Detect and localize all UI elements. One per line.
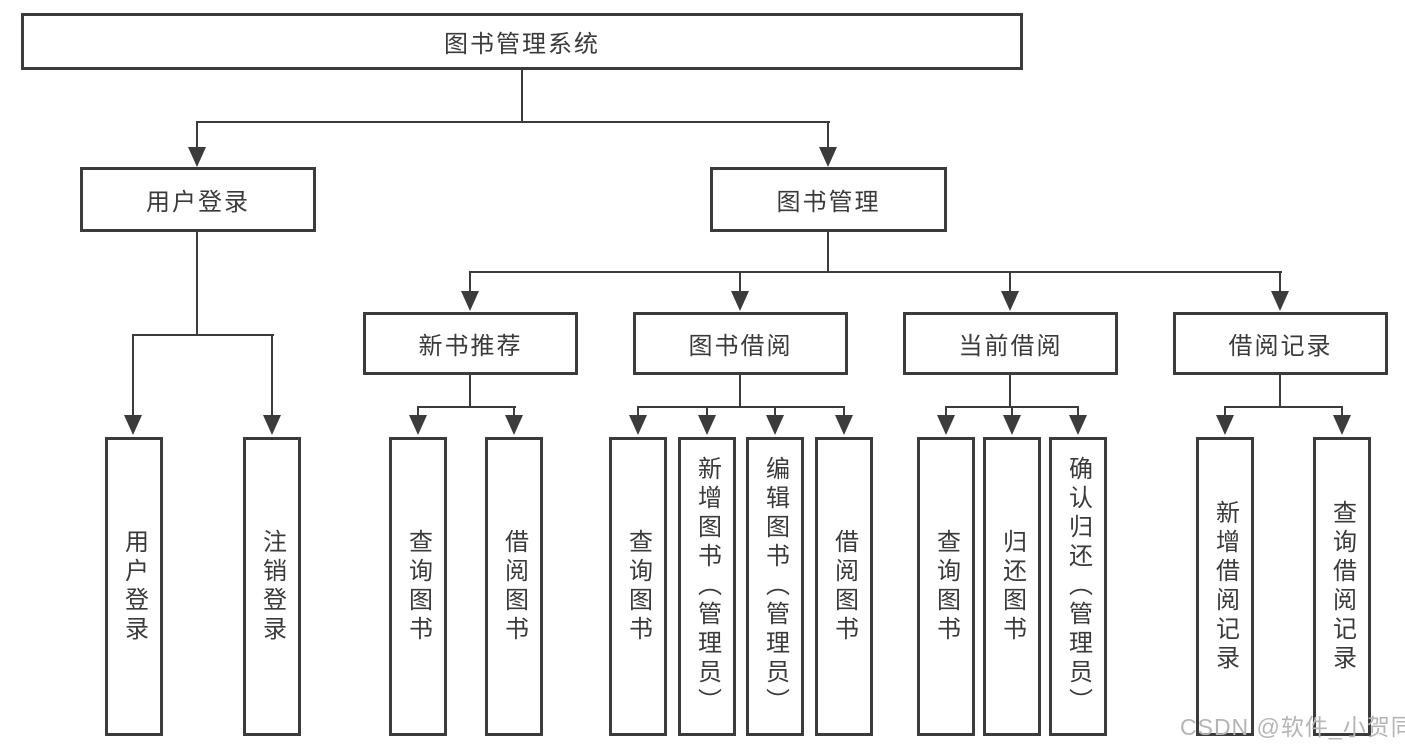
connector-line [1009, 374, 1011, 408]
connector-line [843, 406, 845, 417]
arrowhead-icon [835, 415, 853, 435]
arrowhead-icon [766, 415, 784, 435]
leaf-label: 编辑图书（管理员） [761, 456, 789, 717]
node-book-management: 图书管理 [710, 167, 947, 232]
node-current-borrowing-label: 当前借阅 [958, 333, 1063, 360]
node-book-management-label: 图书管理 [776, 189, 881, 216]
node-borrowing-records-label: 借阅记录 [1228, 333, 1333, 360]
leaf-label: 查询图书 [404, 528, 432, 645]
node-user-login: 用户登录 [80, 167, 316, 232]
leaf-label: 归还图书 [998, 528, 1026, 645]
node-book-borrowing-label: 图书借阅 [688, 333, 793, 360]
connector-line [196, 121, 198, 149]
arrowhead-icon [505, 415, 523, 435]
leaf-user-login: 用户登录 [105, 437, 163, 736]
connector-line [637, 406, 639, 417]
connector-line [827, 121, 829, 149]
arrowhead-icon [263, 415, 281, 435]
connector-line [1011, 406, 1013, 417]
node-new-book-recommend: 新书推荐 [363, 312, 578, 375]
connector-line [739, 271, 741, 293]
connector-line [706, 406, 708, 417]
connector-line [1009, 271, 1011, 293]
leaf-label: 确认归还（管理员） [1064, 456, 1092, 717]
connector-line [739, 374, 741, 408]
connector-line [945, 406, 947, 417]
connector-line [1077, 406, 1079, 417]
arrowhead-icon [461, 291, 479, 311]
connector-line [196, 121, 830, 123]
arrowhead-icon [819, 147, 837, 167]
node-root: 图书管理系统 [21, 13, 1023, 70]
leaf-label: 注销登录 [258, 528, 286, 645]
arrowhead-icon [124, 415, 142, 435]
leaf-borrow-books-borrowing: 借阅图书 [815, 437, 873, 736]
leaf-label: 用户登录 [120, 528, 148, 645]
connector-line [1224, 406, 1226, 417]
node-borrowing-records: 借阅记录 [1173, 312, 1388, 375]
arrowhead-icon [698, 415, 716, 435]
leaf-label: 查询图书 [932, 528, 960, 645]
node-root-label: 图书管理系统 [444, 31, 600, 58]
leaf-add-borrow-record: 新增借阅记录 [1196, 437, 1254, 736]
connector-line [469, 271, 471, 293]
leaf-query-borrow-record: 查询借阅记录 [1313, 437, 1371, 736]
arrowhead-icon [188, 147, 206, 167]
connector-line [774, 406, 776, 417]
connector-line [196, 231, 198, 336]
leaf-label: 查询借阅记录 [1328, 499, 1356, 674]
leaf-label: 借阅图书 [830, 528, 858, 645]
connector-line [513, 406, 515, 417]
connector-line [132, 334, 134, 417]
arrowhead-icon [937, 415, 955, 435]
arrowhead-icon [1216, 415, 1234, 435]
arrowhead-icon [731, 291, 749, 311]
leaf-logout: 注销登录 [243, 437, 301, 736]
leaf-query-books-borrowing: 查询图书 [609, 437, 667, 736]
node-user-login-label: 用户登录 [146, 189, 250, 216]
leaf-query-books-recommend: 查询图书 [389, 437, 447, 736]
node-current-borrowing: 当前借阅 [903, 312, 1118, 375]
arrowhead-icon [629, 415, 647, 435]
connector-line [271, 334, 273, 417]
leaf-label: 借阅图书 [500, 528, 528, 645]
connector-line [521, 68, 523, 123]
arrowhead-icon [1003, 415, 1021, 435]
leaf-label: 查询图书 [624, 528, 652, 645]
connector-line [1279, 374, 1281, 408]
arrowhead-icon [1333, 415, 1351, 435]
connector-line [637, 406, 845, 408]
leaf-label: 新增借阅记录 [1211, 499, 1239, 674]
leaf-edit-books-admin: 编辑图书（管理员） [746, 437, 804, 736]
arrowhead-icon [1001, 291, 1019, 311]
node-new-book-recommend-label: 新书推荐 [418, 333, 523, 360]
connector-line [1279, 271, 1281, 293]
connector-line [417, 406, 419, 417]
connector-line [469, 374, 471, 408]
leaf-label: 新增图书（管理员） [693, 456, 721, 717]
leaf-add-books-admin: 新增图书（管理员） [678, 437, 736, 736]
leaf-borrow-books-recommend: 借阅图书 [485, 437, 543, 736]
connector-line [1341, 406, 1343, 417]
csdn-watermark: CSDN @软件_小贺同学 [1180, 714, 1405, 740]
connector-line [827, 231, 829, 273]
leaf-confirm-return-admin: 确认归还（管理员） [1049, 437, 1107, 736]
arrowhead-icon [1271, 291, 1289, 311]
leaf-return-books: 归还图书 [983, 437, 1041, 736]
connector-line [417, 406, 516, 408]
connector-line [1224, 406, 1343, 408]
arrowhead-icon [1069, 415, 1087, 435]
leaf-query-books-current: 查询图书 [917, 437, 975, 736]
node-book-borrowing: 图书借阅 [633, 312, 848, 375]
connector-line [132, 334, 274, 336]
connector-line [469, 271, 1282, 273]
arrowhead-icon [409, 415, 427, 435]
